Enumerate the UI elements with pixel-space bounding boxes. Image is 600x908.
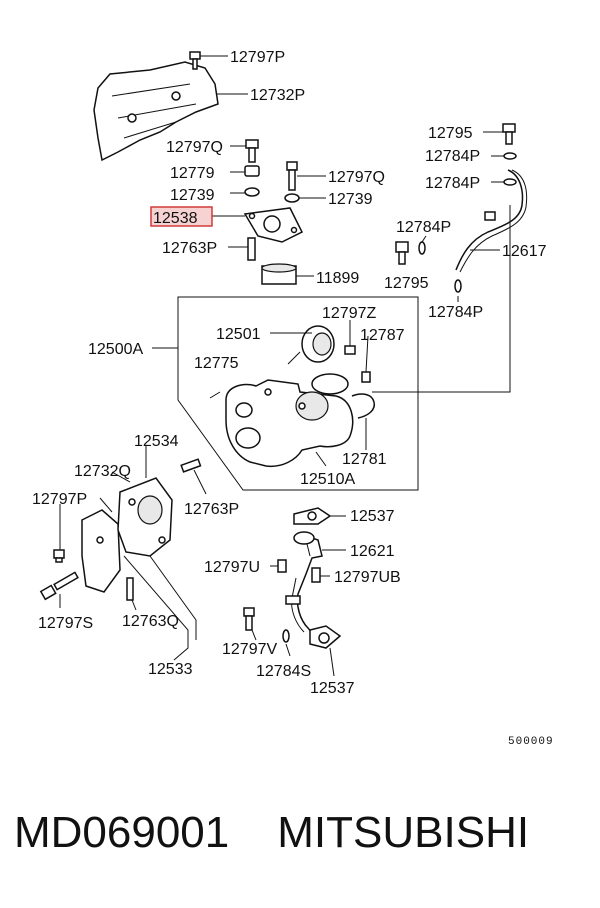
- label-12763P-top[interactable]: 12763P: [162, 240, 217, 257]
- oil-return-hose-12781-part[interactable]: [351, 393, 376, 419]
- label-12537-a[interactable]: 12537: [350, 508, 395, 525]
- label-12784P-c[interactable]: 12784P: [396, 219, 451, 236]
- label-12534[interactable]: 12534: [134, 433, 179, 450]
- label-12739-a[interactable]: 12739: [170, 187, 215, 204]
- label-12510A[interactable]: 12510A: [300, 471, 355, 488]
- stud-12763P-low-part[interactable]: [180, 458, 202, 473]
- heat-shield-lower-12732Q-part[interactable]: [81, 509, 121, 593]
- label-12797UB[interactable]: 12797UB: [334, 569, 401, 586]
- gasket-12784P-b-part[interactable]: [503, 178, 517, 186]
- label-12784S[interactable]: 12784S: [256, 663, 311, 680]
- label-12784P-a[interactable]: 12784P: [425, 148, 480, 165]
- stud-12763Q-part[interactable]: [126, 577, 134, 601]
- label-12779[interactable]: 12779: [170, 165, 215, 182]
- label-12787[interactable]: 12787: [360, 327, 405, 344]
- oil-return-pipe-12621-part[interactable]: [285, 531, 323, 641]
- oil-feed-pipe-12617-part[interactable]: [455, 169, 528, 273]
- actuator-12501-part[interactable]: [287, 325, 335, 365]
- label-12617[interactable]: 12617: [502, 243, 547, 260]
- label-12797V[interactable]: 12797V: [222, 641, 277, 658]
- clip-12787-part[interactable]: [361, 371, 371, 383]
- label-12797S[interactable]: 12797S: [38, 615, 93, 632]
- bolt-12797P-low-part[interactable]: [53, 549, 65, 563]
- label-12784P-d[interactable]: 12784P: [428, 304, 483, 321]
- pin-12775-part[interactable]: [209, 391, 221, 399]
- bolt-12797Z-part[interactable]: [344, 345, 356, 355]
- nut-12779-part[interactable]: [244, 165, 260, 177]
- part-number: MD069001: [14, 808, 230, 857]
- label-12538[interactable]: 12538: [153, 210, 198, 227]
- label-12621[interactable]: 12621: [350, 543, 395, 560]
- label-12537-b[interactable]: 12537: [310, 680, 355, 697]
- heat-shield-upper-part[interactable]: [93, 61, 219, 162]
- label-11899[interactable]: 11899: [316, 270, 359, 287]
- clamp-11899-part[interactable]: [261, 263, 297, 285]
- label-12732P[interactable]: 12732P: [250, 87, 305, 104]
- label-12775[interactable]: 12775: [194, 355, 239, 372]
- label-12797Q-b[interactable]: 12797Q: [328, 169, 385, 186]
- label-12739-b[interactable]: 12739: [328, 191, 373, 208]
- label-12533[interactable]: 12533: [148, 661, 193, 678]
- label-12795-a[interactable]: 12795: [428, 125, 473, 142]
- label-12784P-b[interactable]: 12784P: [425, 175, 480, 192]
- gasket-12784P-a-part[interactable]: [503, 152, 517, 160]
- label-12797Z[interactable]: 12797Z: [322, 305, 376, 322]
- elbow-12534-part[interactable]: [117, 477, 173, 557]
- label-12763Q[interactable]: 12763Q: [122, 613, 179, 630]
- gasket-12537-a-part[interactable]: [293, 507, 332, 525]
- brand-name: MITSUBISHI: [277, 808, 530, 857]
- turbo-assembly-frame: [177, 296, 419, 491]
- diagram-code: 500009: [508, 736, 554, 748]
- label-12797P-top[interactable]: 12797P: [230, 49, 285, 66]
- gasket-12538-part[interactable]: [243, 207, 304, 243]
- gasket-12784P-c-part[interactable]: [418, 241, 426, 255]
- label-12500A[interactable]: 12500A: [88, 341, 143, 358]
- gasket-12784S-part[interactable]: [282, 629, 290, 643]
- part-caption: MD069001 MITSUBISHI: [14, 808, 529, 858]
- label-12763P-low[interactable]: 12763P: [184, 501, 239, 518]
- turbine-housing-12510A-part[interactable]: [225, 373, 354, 468]
- label-12781[interactable]: 12781: [342, 451, 387, 468]
- bolt-12797Q-b-part[interactable]: [286, 161, 298, 191]
- bolt-12797UB-part[interactable]: [311, 567, 321, 583]
- washer-12739-a-part[interactable]: [244, 187, 260, 197]
- bolt-12797U-part[interactable]: [277, 559, 287, 573]
- gasket-12784P-d-part[interactable]: [454, 279, 462, 293]
- label-12797U[interactable]: 12797U: [204, 559, 260, 576]
- label-12795-b[interactable]: 12795: [384, 275, 429, 292]
- bolt-12797V-part[interactable]: [243, 607, 255, 631]
- label-12797Q-a[interactable]: 12797Q: [166, 139, 223, 156]
- label-12797P-low[interactable]: 12797P: [32, 491, 87, 508]
- label-12732Q[interactable]: 12732Q: [74, 463, 131, 480]
- label-12501[interactable]: 12501: [216, 326, 261, 343]
- bolt-12795-a-part[interactable]: [502, 123, 516, 145]
- gasket-12537-b-part[interactable]: [309, 625, 342, 649]
- bolt-12797S-part[interactable]: [39, 571, 79, 601]
- bolt-12797Q-a-part[interactable]: [245, 139, 259, 163]
- bolt-12795-b-part[interactable]: [395, 241, 409, 265]
- highlight-box-12538: [150, 206, 213, 227]
- washer-12739-b-part[interactable]: [284, 193, 300, 203]
- stud-12763P-top-part[interactable]: [247, 237, 256, 261]
